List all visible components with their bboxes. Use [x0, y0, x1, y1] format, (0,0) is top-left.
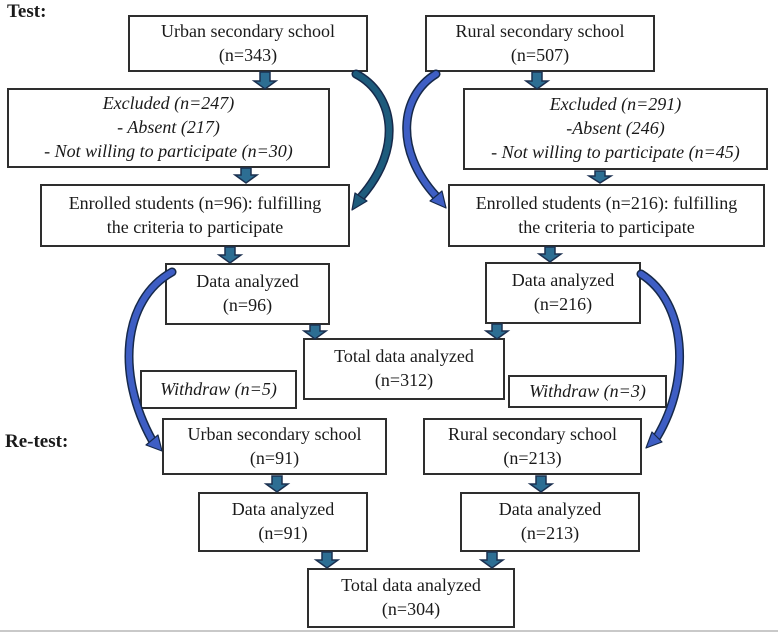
curved-arrow-analyzed-to-rural-retest-outline — [636, 269, 684, 442]
box-line: Rural secondary school — [455, 20, 625, 41]
box-withdraw-urban: Withdraw (n=5) — [140, 370, 297, 409]
box-line: Data analyzed — [231, 499, 335, 520]
box-line: Urban secondary school — [161, 20, 335, 41]
down-arrow-analyzed-rural-to-total-retest — [478, 551, 506, 569]
curved-arrow-urban-to-enrolled-outline — [351, 69, 394, 202]
curved-arrowhead-rural-to-enrolled — [429, 190, 447, 209]
box-line: Data analyzed — [511, 270, 615, 291]
figure-bottom-border — [0, 630, 778, 632]
box-line: Total data analyzed — [341, 575, 481, 596]
box-line: (n=312) — [374, 370, 434, 390]
box-line: Enrolled students (n=216): fulfilling — [475, 192, 738, 213]
box-analyzed-rural-retest: Data analyzed (n=213) — [460, 492, 640, 552]
curved-arrow-rural-to-enrolled-outline — [402, 69, 441, 201]
box-excluded-urban: Excluded (n=247) - Absent (217) - Not wi… — [7, 88, 330, 168]
box-rural-school-test: Rural secondary school (n=507) — [425, 15, 655, 72]
box-urban-school-test: Urban secondary school (n=343) — [128, 15, 368, 72]
box-total-analyzed-test: Total data analyzed (n=312) — [303, 338, 505, 400]
box-enrolled-urban: Enrolled students (n=96): fulfilling the… — [40, 184, 350, 247]
down-arrow-urban-retest-to-analyzed — [263, 475, 291, 493]
box-line: - Not willing to participate (n=30) — [44, 140, 293, 161]
retest-phase-label: Re-test: — [5, 431, 69, 452]
down-arrow-enrolled-to-analyzed-rural — [536, 246, 564, 263]
box-line: (n=213) — [520, 523, 580, 543]
box-withdraw-rural: Withdraw (n=3) — [508, 375, 667, 408]
box-line: (n=507) — [510, 44, 570, 65]
box-line: the criteria to participate — [106, 216, 284, 237]
box-line: Total data analyzed — [334, 346, 474, 367]
box-analyzed-rural-test: Data analyzed (n=216) — [485, 262, 641, 324]
box-line: Urban secondary school — [187, 423, 362, 444]
box-line: (n=304) — [381, 599, 441, 619]
box-line: Excluded (n=291) — [549, 94, 682, 115]
down-arrow-rural-to-excluded — [523, 71, 551, 90]
box-line: Rural secondary school — [448, 423, 617, 444]
test-phase-label: Test: — [7, 1, 47, 22]
box-line: - Not willing to participate (n=45) — [491, 141, 740, 162]
curved-arrow-urban-to-enrolled — [353, 71, 393, 200]
down-arrow-excluded-to-enrolled-urban — [232, 167, 260, 184]
down-arrow-analyzed-urban-to-total-retest — [313, 551, 341, 569]
box-line: -Absent (246) — [566, 118, 665, 139]
box-line: Enrolled students (n=96): fulfilling — [68, 192, 322, 213]
box-rural-school-retest: Rural secondary school (n=213) — [423, 418, 642, 475]
box-line: (n=96) — [222, 295, 273, 315]
down-arrow-analyzed-urban-to-total — [301, 324, 329, 340]
box-analyzed-urban-retest: Data analyzed (n=91) — [198, 492, 368, 552]
box-analyzed-urban-test: Data analyzed (n=96) — [165, 263, 330, 325]
box-line: (n=343) — [218, 44, 278, 65]
box-line: Withdraw (n=3) — [529, 380, 646, 401]
box-line: Data analyzed — [196, 271, 299, 292]
down-arrow-enrolled-to-analyzed-urban — [216, 246, 244, 264]
curved-arrow-analyzed-to-rural-retest — [638, 271, 683, 440]
box-urban-school-retest: Urban secondary school (n=91) — [162, 418, 387, 475]
box-line: Data analyzed — [498, 499, 602, 520]
box-line: (n=91) — [249, 447, 300, 468]
down-arrow-analyzed-rural-to-total — [483, 323, 511, 340]
box-line: (n=216) — [533, 294, 593, 314]
box-line: Excluded (n=247) — [102, 93, 235, 114]
box-enrolled-rural: Enrolled students (n=216): fulfilling th… — [448, 184, 765, 247]
down-arrow-rural-retest-to-analyzed — [527, 475, 555, 493]
box-line: the criteria to participate — [518, 216, 695, 237]
box-line: - Absent (217) — [117, 117, 220, 138]
box-line: Withdraw (n=5) — [160, 378, 277, 399]
box-excluded-rural: Excluded (n=291) -Absent (246) - Not wil… — [463, 88, 768, 170]
curved-arrowhead-analyzed-to-rural-retest — [645, 431, 663, 449]
box-line: (n=213) — [503, 447, 562, 468]
box-total-analyzed-retest: Total data analyzed (n=304) — [307, 568, 515, 628]
curved-arrowhead-urban-to-enrolled — [351, 192, 368, 211]
down-arrow-urban-to-excluded — [251, 71, 279, 90]
curved-arrow-rural-to-enrolled — [403, 71, 439, 199]
box-line: (n=91) — [258, 523, 308, 543]
down-arrow-excluded-to-enrolled-rural — [586, 170, 614, 184]
curved-arrowhead-analyzed-to-urban-retest — [145, 434, 163, 452]
